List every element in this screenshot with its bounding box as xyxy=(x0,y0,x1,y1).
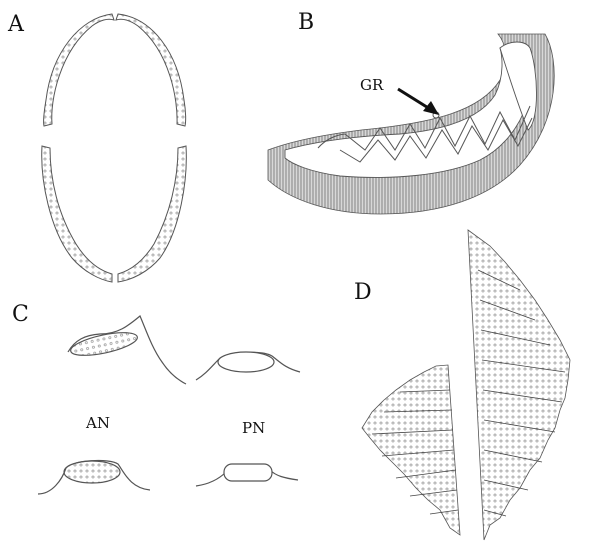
panel-a-letter: A xyxy=(8,12,24,37)
panel-c-profile-top-left xyxy=(68,316,186,384)
panel-b-gr-arrow-head xyxy=(423,101,439,115)
panel-a-lower-left-wall xyxy=(42,146,112,282)
panel-d-letter: D xyxy=(354,280,372,305)
panel-a-upper-left-wall xyxy=(44,14,114,126)
panel-d-right-filament xyxy=(468,230,570,540)
panel-b-gr-label: GR xyxy=(360,76,383,94)
panel-b-letter: B xyxy=(298,10,314,35)
panel-c-profile-bottom-left xyxy=(38,461,150,494)
panel-b-gr-arrow-shaft xyxy=(398,89,430,109)
panel-a-oval-section xyxy=(42,14,187,282)
panel-c-cross-sections xyxy=(38,316,300,494)
panel-a-upper-right-wall xyxy=(116,14,186,126)
panel-c-pn-label: PN xyxy=(242,419,265,437)
panel-a-lower-right-wall xyxy=(118,146,186,282)
panel-c-an-label: AN xyxy=(86,414,110,432)
panel-d-filaments xyxy=(362,230,570,540)
panel-c-profile-top-right xyxy=(196,352,300,380)
panel-b-gill-arch xyxy=(268,34,554,214)
panel-c-profile-bottom-right xyxy=(196,464,298,486)
panel-c-letter: C xyxy=(12,302,29,327)
